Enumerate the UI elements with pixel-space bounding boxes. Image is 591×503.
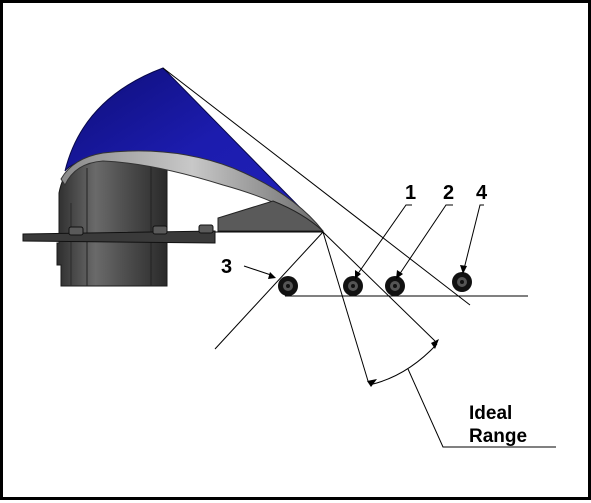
bolt-icon bbox=[68, 226, 84, 236]
deflector-blade bbox=[60, 67, 325, 232]
label-1: 1 bbox=[405, 182, 416, 204]
range-label-line1: Ideal bbox=[469, 403, 512, 424]
nozzle-2-icon bbox=[385, 276, 405, 296]
deflector-diagram: 3 1 2 4 Ideal Range bbox=[22, 67, 556, 448]
label-4: 4 bbox=[476, 182, 488, 204]
nozzle-1-icon bbox=[343, 276, 363, 296]
label-3: 3 bbox=[221, 256, 232, 278]
nozzle-positions bbox=[278, 272, 472, 296]
nozzle-3-icon bbox=[278, 276, 298, 296]
mounting-plate bbox=[22, 224, 216, 244]
spray-lines bbox=[162, 67, 528, 382]
nozzle-4-icon bbox=[452, 272, 472, 292]
label-2: 2 bbox=[443, 182, 454, 204]
bolt-icon bbox=[152, 225, 168, 235]
bolt-icon bbox=[198, 224, 214, 234]
leader-lines bbox=[243, 204, 484, 279]
ideal-range-arc bbox=[367, 339, 556, 448]
range-label-line2: Range bbox=[469, 426, 527, 447]
